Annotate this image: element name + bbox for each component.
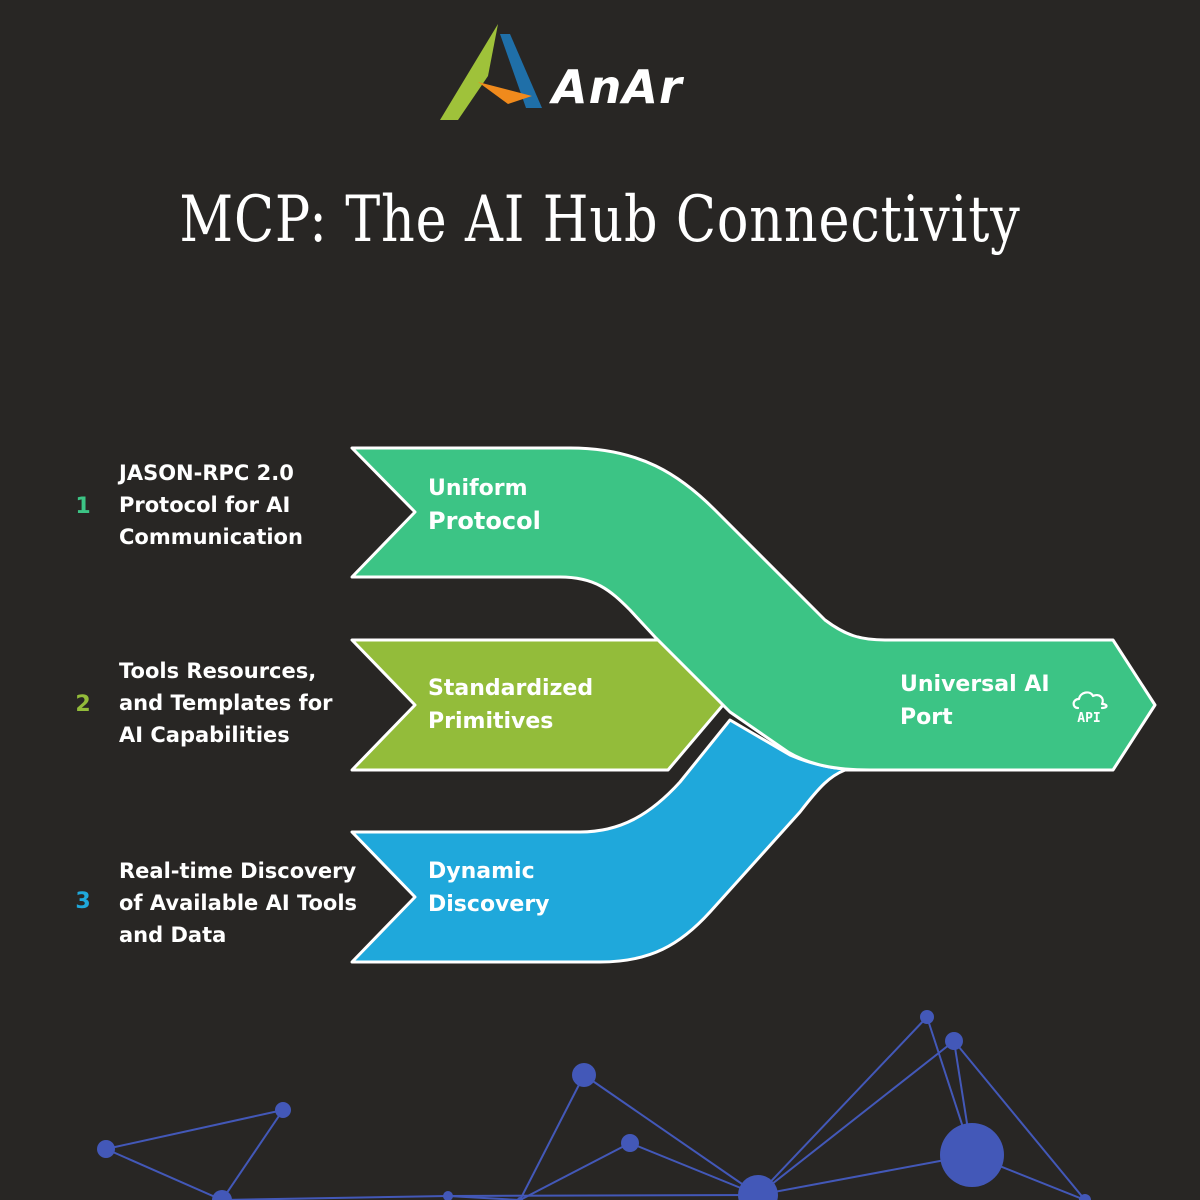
item-1-number: 1	[75, 494, 91, 519]
network-edge	[105, 1148, 223, 1200]
network-node	[572, 1063, 596, 1087]
logo-orange-stroke	[478, 82, 532, 104]
network-node	[621, 1134, 639, 1152]
band-label-dynamic-discovery: Dynamic Discovery	[428, 855, 648, 921]
network-edge	[953, 1040, 1086, 1200]
network-edge	[519, 1074, 585, 1200]
api-icon-text: API	[1077, 711, 1100, 726]
output-label-line: Universal AI	[900, 672, 1050, 697]
item-1-description-line: Communication	[119, 525, 303, 549]
network-node	[738, 1175, 778, 1200]
network-edge	[105, 1109, 284, 1150]
item-1-description-line: JASON-RPC 2.0	[119, 461, 294, 485]
network-edge	[447, 1194, 759, 1197]
network-node	[97, 1140, 115, 1158]
network-edge	[221, 1109, 284, 1200]
item-1-description: JASON-RPC 2.0 Protocol for AI Communicat…	[119, 457, 369, 553]
logo-blue-stroke	[500, 34, 542, 108]
logo-text: AnAr	[552, 60, 683, 114]
band-label-line: Standardized	[428, 676, 594, 701]
output-label-universal-ai-port: Universal AI Port	[900, 668, 1080, 734]
band-label-line: Dynamic	[428, 859, 535, 884]
network-node	[920, 1010, 934, 1024]
item-3-description-line: and Data	[119, 923, 227, 947]
network-node	[1079, 1194, 1091, 1200]
network-edge	[221, 1195, 449, 1200]
network-node	[940, 1123, 1004, 1187]
network-edge	[629, 1142, 759, 1196]
network-edge	[447, 1195, 521, 1200]
anar-logo-mark	[440, 24, 542, 120]
network-edge	[757, 1016, 928, 1196]
band-label-line: Discovery	[428, 892, 550, 917]
item-2-description-line: Tools Resources,	[119, 659, 317, 683]
item-1-description-line: Protocol for AI	[119, 493, 291, 517]
network-edge	[757, 1040, 955, 1196]
network-node	[517, 1197, 523, 1200]
logo-green-stroke	[440, 24, 498, 120]
band-label-uniform-protocol: Uniform Protocol	[428, 472, 648, 538]
network-edge	[519, 1142, 631, 1200]
band-label-line: Uniform	[428, 476, 528, 501]
item-3-description: Real-time Discovery of Available AI Tool…	[119, 855, 379, 951]
network-node	[212, 1190, 232, 1200]
network-node	[443, 1191, 453, 1200]
item-2-description-line: and Templates for	[119, 691, 333, 715]
output-label-line: Port	[900, 705, 953, 730]
page-title: MCP: The AI Hub Connectivity	[179, 183, 1021, 257]
item-2-number: 2	[75, 692, 91, 717]
band-uniform-protocol	[350, 446, 1157, 772]
item-2-description: Tools Resources, and Templates for AI Ca…	[119, 655, 369, 751]
item-2-description-line: AI Capabilities	[119, 723, 290, 747]
network-edge	[583, 1074, 759, 1196]
cloud-api-icon: API	[1072, 691, 1108, 726]
band-label-line: Protocol	[428, 507, 541, 535]
network-node	[945, 1032, 963, 1050]
network-node	[275, 1102, 291, 1118]
band-label-line: Primitives	[428, 709, 554, 734]
item-3-description-line: Real-time Discovery	[119, 859, 357, 883]
item-3-description-line: of Available AI Tools	[119, 891, 358, 915]
network-edge	[757, 1154, 973, 1196]
band-label-standardized-primitives: Standardized Primitives	[428, 672, 648, 738]
item-3-number: 3	[75, 889, 91, 914]
network-decoration	[97, 1010, 1091, 1200]
